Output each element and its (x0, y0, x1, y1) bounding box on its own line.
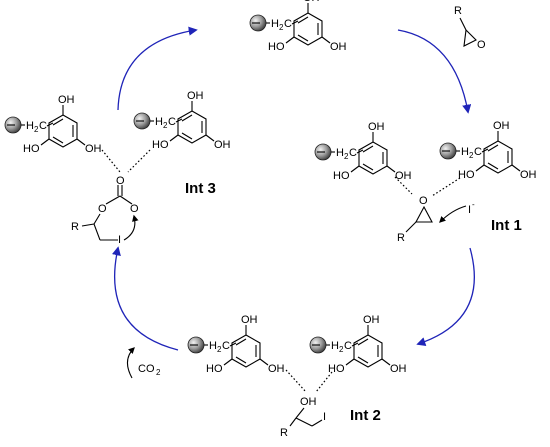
int1-structure: O R I - (314, 119, 538, 244)
co2-reagent: CO 2 (126, 347, 161, 379)
svg-text:O: O (98, 203, 107, 215)
int3-label: Int 3 (185, 180, 216, 197)
int2-structure: OH R I (187, 313, 408, 439)
svg-text:I: I (323, 411, 326, 423)
int1-label: Int 1 (491, 217, 522, 234)
cycle-arrow-int3-to-top (117, 26, 198, 111)
svg-text:R: R (397, 232, 405, 244)
svg-text:O: O (477, 39, 486, 51)
catalyst-top (249, 0, 348, 54)
svg-text:2: 2 (156, 368, 161, 377)
svg-text:O: O (419, 195, 428, 207)
int3-structure: O O O R I (4, 89, 232, 246)
svg-text:CO: CO (138, 363, 155, 375)
svg-text:I: I (118, 234, 121, 246)
cycle-arrow-int2-to-int3 (111, 246, 179, 351)
cycle-arrow-int1-to-int2 (416, 247, 475, 347)
epoxide-reagent-top: R O (454, 5, 486, 51)
cycle-arrow-top-to-int1 (397, 29, 472, 114)
svg-text:R: R (71, 221, 79, 233)
svg-text:R: R (280, 427, 288, 439)
int2-label: Int 2 (350, 407, 381, 424)
svg-text:I: I (468, 204, 471, 216)
svg-text:O: O (116, 175, 125, 187)
svg-text:OH: OH (300, 396, 317, 408)
svg-text:R: R (454, 5, 462, 17)
svg-text:-: - (472, 200, 475, 209)
svg-text:O: O (130, 203, 139, 215)
